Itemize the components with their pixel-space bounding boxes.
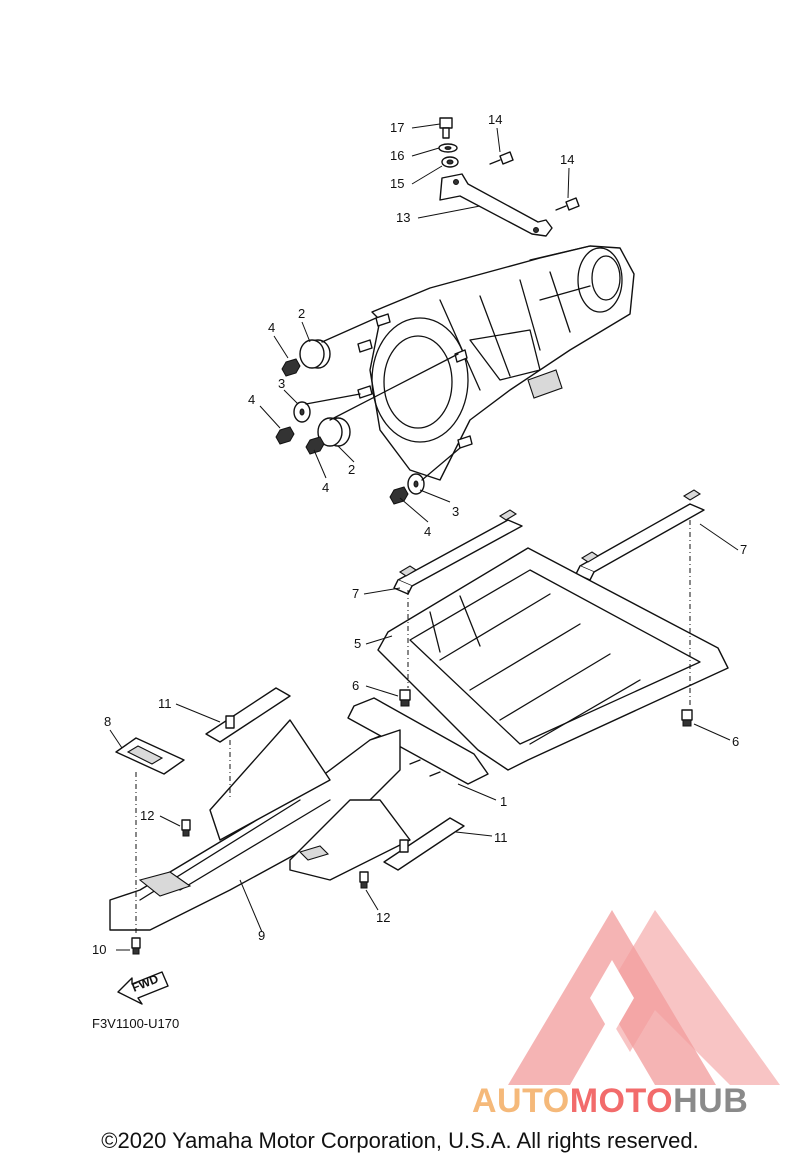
watermark-auto: AUTO [472,1082,570,1120]
callout-6: 6 [352,678,359,693]
callout-10: 10 [92,942,106,957]
callout-2: 2 [348,462,355,477]
callout-12: 12 [140,808,154,823]
callout-2: 2 [298,306,305,321]
callout-4: 4 [322,480,329,495]
fwd-arrow-icon: FWD [117,971,169,1005]
intake-duct [109,687,465,955]
callout-1: 1 [500,794,507,809]
callout-11: 11 [494,830,508,845]
callouts: 17 16 15 14 14 13 2 4 3 4 2 4 3 4 7 7 5 … [92,112,747,957]
watermark-hub: HUB [673,1082,748,1120]
intake-grate [377,520,729,771]
callout-3: 3 [452,504,459,519]
watermark-text: AUTOMOTOHUB [472,1082,748,1120]
jet-pump-housing [357,245,635,481]
callout-5: 5 [354,636,361,651]
callout-4: 4 [268,320,275,335]
callout-15: 15 [390,176,404,191]
callout-14: 14 [560,152,574,167]
callout-9: 9 [258,928,265,943]
callout-7: 7 [352,586,359,601]
callout-6: 6 [732,734,739,749]
mount-parts [275,317,461,505]
rails [393,489,705,595]
callout-17: 17 [390,120,404,135]
copyright-notice: ©2020 Yamaha Motor Corporation, U.S.A. A… [101,1128,699,1153]
callout-4: 4 [248,392,255,407]
callout-14: 14 [488,112,502,127]
callout-13: 13 [396,210,410,225]
callout-4: 4 [424,524,431,539]
diagram-code: F3V1100-U170 [92,1016,179,1031]
leader-lines [109,123,739,951]
callout-7: 7 [740,542,747,557]
watermark-logo [508,910,780,1085]
callout-3: 3 [278,376,285,391]
callout-12: 12 [376,910,390,925]
bracket-assembly [438,117,580,237]
watermark-moto: MOTO [570,1082,673,1120]
callout-8: 8 [104,714,111,729]
callout-11: 11 [158,696,172,711]
callout-16: 16 [390,148,404,163]
